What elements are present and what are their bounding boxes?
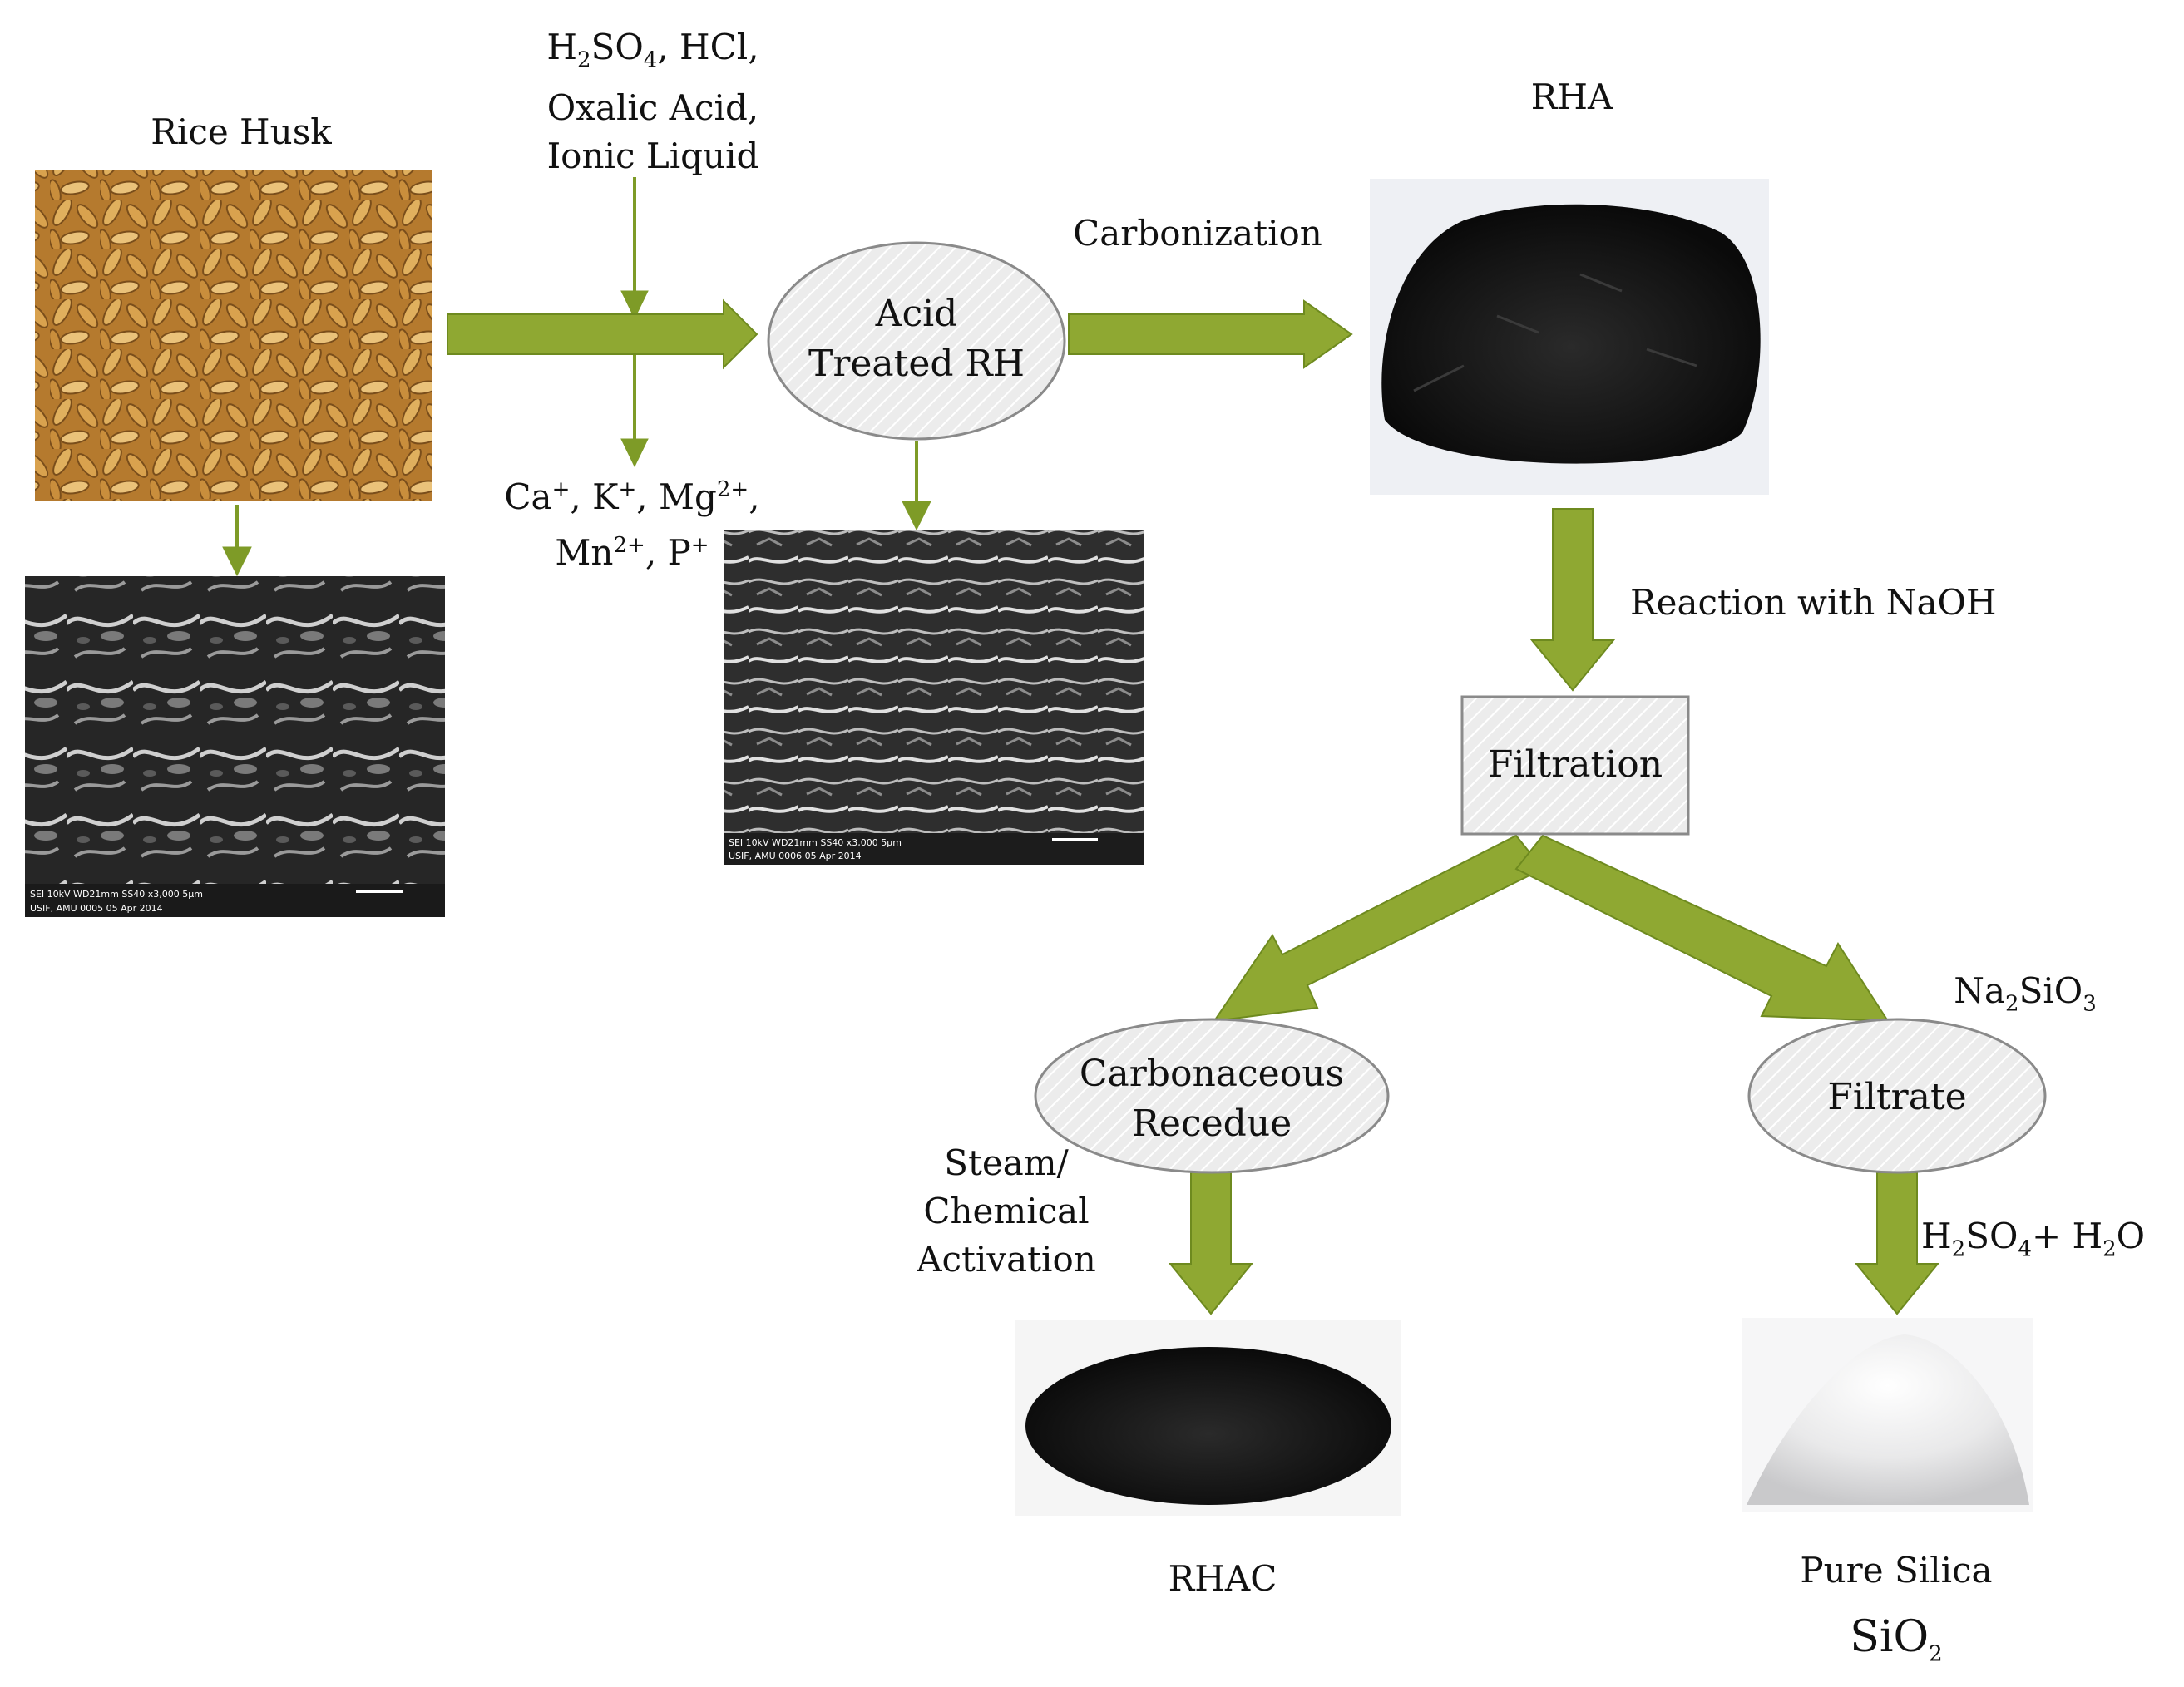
na2sio3-label: Na2SiO3 xyxy=(1954,970,2097,1017)
reagents-line2: Oxalic Acid, xyxy=(546,87,759,129)
rha-photo xyxy=(1370,179,1769,495)
rice-husk-label: Rice Husk xyxy=(151,111,332,152)
sem-caption-middle-line2: USIF, AMU 0006 05 Apr 2014 xyxy=(729,851,862,861)
arrow-carbonaceous-to-rhac xyxy=(1168,1172,1254,1315)
node-filtration xyxy=(1460,695,1690,836)
reagents-line1: H2SO4, HCl, xyxy=(546,27,759,73)
arrow-filtration-to-filtrate xyxy=(1514,834,1890,1023)
node-acid-treated xyxy=(767,241,1066,441)
reagents-label: H2SO4, HCl, Oxalic Acid, Ionic Liquid xyxy=(487,23,819,180)
rhac-photo xyxy=(1015,1320,1401,1516)
pure-silica-photo xyxy=(1742,1318,2033,1512)
filtrate-label: Filtrate xyxy=(1827,1076,1967,1118)
carbonaceous-line2: Recedue xyxy=(1131,1102,1292,1145)
steam-line1: Steam/ xyxy=(944,1142,1069,1183)
node-acid-treated-text: Acid Treated RH xyxy=(790,289,1043,389)
reaction-naoh-label: Reaction with NaOH xyxy=(1630,582,1997,623)
reagents-line3: Ionic Liquid xyxy=(546,136,759,177)
node-carbonaceous-text: Carbonaceous Recedue xyxy=(1048,1049,1376,1149)
removed-ions-label: Ca+, K+, Mg2+, Mn2+, P+ xyxy=(491,466,773,577)
arrow-carbonization xyxy=(1068,299,1353,369)
steam-activation-label: Steam/ Chemical Activation xyxy=(882,1139,1131,1284)
steam-line2: Chemical xyxy=(923,1191,1090,1231)
steam-line3: Activation xyxy=(917,1239,1096,1280)
node-filtrate xyxy=(1747,1018,2047,1174)
arrow-filtration-to-carbonaceous xyxy=(1212,834,1544,1023)
sem-caption-middle-line1: SEI 10kV WD21mm SS40 x3,000 5µm xyxy=(729,837,902,848)
acid-treated-line2: Treated RH xyxy=(808,343,1025,385)
arrow-acid-to-sem xyxy=(902,441,931,531)
rhac-label: RHAC xyxy=(1168,1558,1277,1599)
sem-image-acid-treated: SEI 10kV WD21mm SS40 x3,000 5µm USIF, AM… xyxy=(724,530,1144,865)
arrow-reagents-in xyxy=(620,177,649,320)
carbonization-label: Carbonization xyxy=(1073,213,1322,254)
sem-image-raw-husk: SEI 10kV WD21mm SS40 x3,000 5µm USIF, AM… xyxy=(25,576,445,917)
removed-ions-line1: Ca+, K+, Mg2+, xyxy=(504,476,760,517)
removed-ions-line2: Mn2+, P+ xyxy=(555,532,709,573)
node-carbonaceous xyxy=(1034,1018,1390,1174)
rha-label: RHA xyxy=(1530,76,1613,117)
arrow-rha-to-filtration xyxy=(1529,508,1616,692)
pure-silica-label: Pure Silica xyxy=(1800,1550,1993,1591)
arrow-husk-to-sem xyxy=(222,505,252,577)
arrow-filtrate-to-silica xyxy=(1854,1172,1940,1315)
arrow-ions-out xyxy=(620,349,649,468)
sem-caption-left-line1: SEI 10kV WD21mm SS40 x3,000 5µm xyxy=(30,889,203,900)
arrow-husk-to-acid xyxy=(447,298,758,370)
rice-husk-photo xyxy=(35,170,432,501)
carbonaceous-line1: Carbonaceous xyxy=(1079,1053,1345,1095)
sem-caption-left-line2: USIF, AMU 0005 05 Apr 2014 xyxy=(30,903,163,914)
sio2-label: SiO2 xyxy=(1850,1612,1943,1667)
acid-treated-line1: Acid xyxy=(875,293,958,335)
h2so4-h2o-label: H2SO4+ H2O xyxy=(1921,1216,2146,1262)
filtration-label: Filtration xyxy=(1487,743,1663,786)
